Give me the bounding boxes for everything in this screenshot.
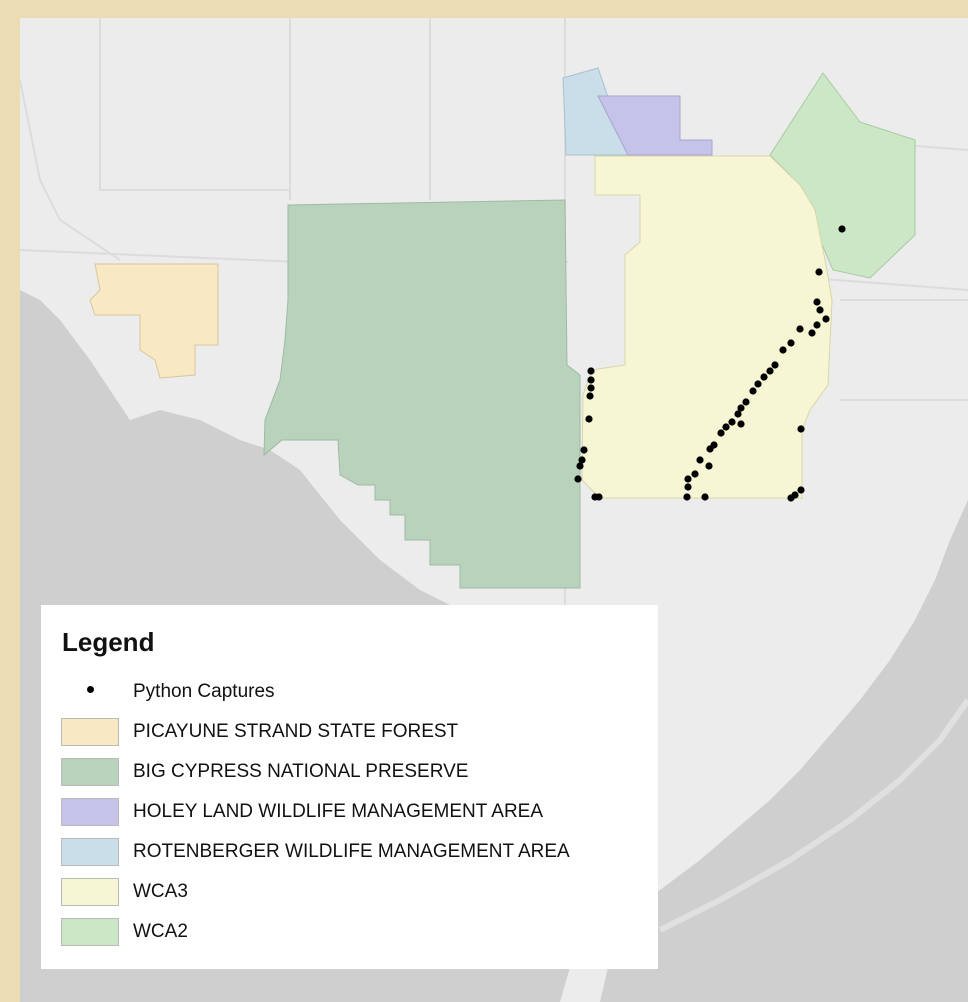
- legend-item: WCA3: [61, 878, 651, 908]
- wca3-polygon: [581, 155, 833, 499]
- python-capture-point: [585, 415, 593, 423]
- python-capture-point: [838, 225, 846, 233]
- python-capture-point: [705, 462, 713, 470]
- python-capture-point: [813, 298, 821, 306]
- legend-item: Python Captures: [61, 678, 651, 708]
- python-capture-point: [696, 456, 704, 464]
- legend-swatch: [61, 838, 119, 866]
- holey-land-polygon: [597, 95, 713, 156]
- python-capture-point: [737, 404, 745, 412]
- python-capture-point: [717, 429, 725, 437]
- python-capture-point: [706, 445, 714, 453]
- python-capture-point-icon: [87, 686, 94, 693]
- python-capture-point: [683, 493, 691, 501]
- legend-item: ROTENBERGER WILDLIFE MANAGEMENT AREA: [61, 838, 651, 868]
- python-capture-point: [684, 483, 692, 491]
- map-frame[interactable]: [20, 18, 968, 1002]
- python-capture-point: [754, 380, 762, 388]
- picayune-strand-polygon: [89, 263, 219, 379]
- legend-swatch: [61, 758, 119, 786]
- python-capture-point: [587, 376, 595, 384]
- python-capture-point: [797, 425, 805, 433]
- python-capture-point: [722, 423, 730, 431]
- legend-item-label: HOLEY LAND WILDLIFE MANAGEMENT AREA: [133, 801, 544, 822]
- python-capture-point: [749, 387, 757, 395]
- python-capture-point: [771, 361, 779, 369]
- legend-item-label: Python Captures: [133, 681, 275, 702]
- python-captures-layer: [574, 225, 846, 502]
- python-capture-point: [587, 384, 595, 392]
- legend-swatch: [61, 798, 119, 826]
- python-capture-point: [691, 470, 699, 478]
- python-capture-point: [587, 367, 595, 375]
- legend-title: Legend: [62, 627, 155, 657]
- legend-item: BIG CYPRESS NATIONAL PRESERVE: [61, 758, 651, 788]
- python-capture-point: [766, 367, 774, 375]
- legend-item-label: ROTENBERGER WILDLIFE MANAGEMENT AREA: [133, 841, 570, 862]
- python-capture-point: [737, 420, 745, 428]
- big-cypress-polygon: [263, 199, 581, 589]
- python-capture-point: [787, 339, 795, 347]
- python-capture-point: [591, 493, 599, 501]
- python-capture-point: [813, 321, 821, 329]
- python-capture-point: [684, 475, 692, 483]
- legend-item: PICAYUNE STRAND STATE FOREST: [61, 718, 651, 748]
- legend-item-label: PICAYUNE STRAND STATE FOREST: [133, 721, 459, 742]
- python-capture-point: [734, 410, 742, 418]
- map-canvas[interactable]: [20, 18, 968, 1002]
- python-capture-point: [742, 398, 750, 406]
- python-capture-point: [779, 346, 787, 354]
- python-capture-point: [787, 494, 795, 502]
- python-capture-point: [701, 493, 709, 501]
- python-capture-point: [816, 306, 824, 314]
- legend-swatch: [61, 718, 119, 746]
- python-capture-point: [808, 329, 816, 337]
- python-capture-point: [728, 418, 736, 426]
- legend-item: WCA2: [61, 918, 651, 948]
- python-capture-point: [760, 373, 768, 381]
- legend-swatch: [61, 878, 119, 906]
- python-capture-point: [822, 315, 830, 323]
- legend-item-label: WCA3: [133, 881, 188, 902]
- legend-swatch: [61, 918, 119, 946]
- legend-item-label: BIG CYPRESS NATIONAL PRESERVE: [133, 761, 469, 782]
- python-capture-point: [576, 462, 584, 470]
- python-capture-point: [797, 486, 805, 494]
- python-capture-point: [578, 456, 586, 464]
- python-capture-point: [580, 446, 588, 454]
- python-capture-point: [815, 268, 823, 276]
- python-capture-point: [574, 475, 582, 483]
- legend-item: HOLEY LAND WILDLIFE MANAGEMENT AREA: [61, 798, 651, 828]
- florida-keys: [658, 698, 968, 933]
- legend-item-label: WCA2: [133, 921, 188, 942]
- python-capture-point: [586, 392, 594, 400]
- python-capture-point: [796, 325, 804, 333]
